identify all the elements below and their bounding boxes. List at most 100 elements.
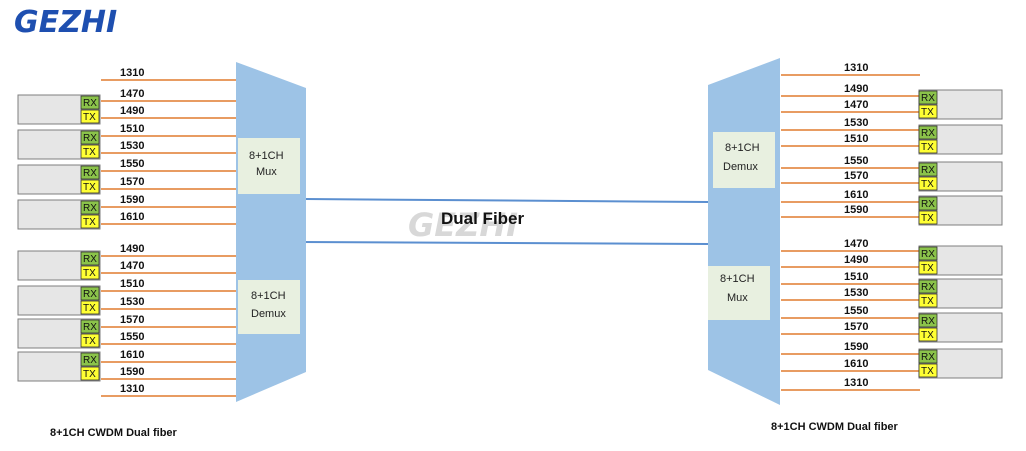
right-wavelength-label: 1470 [844,99,868,111]
tx-label: TX [921,179,934,190]
tx-label: TX [921,107,934,118]
right-demux-label-1: 8+1CH [725,142,760,154]
right-wavelength-label: 1550 [844,305,868,317]
right-wavelength-label: 1510 [844,133,868,145]
left-wavelength-label: 1610 [120,349,144,361]
tx-port [918,210,938,225]
right-fiber-lines: 1310149014701530151015501570161015901470… [781,62,920,391]
left-wavelength-label: 1570 [120,314,144,326]
rx-label: RX [921,93,935,104]
rx-label: RX [921,128,935,139]
right-mux-box [708,266,770,320]
rx-port [918,90,938,105]
left-wavelength-label: 1510 [120,278,144,290]
trunk-fiber-top [304,198,709,203]
left-wavelength-label: 1590 [120,194,144,206]
dual-fiber-label: Dual Fiber [441,209,525,228]
tx-label: TX [83,336,96,347]
tx-port [918,327,938,342]
left-wavelength-label: 1470 [120,88,144,100]
left-demux-label-1: 8+1CH [251,290,286,302]
left-wavelength-label: 1530 [120,140,144,152]
left-wavelength-label: 1590 [120,366,144,378]
rx-port [918,162,938,177]
tx-label: TX [83,182,96,193]
right-wavelength-label: 1570 [844,321,868,333]
tx-port [80,300,100,315]
right-demux-box [713,132,775,188]
right-wavelength-label: 1310 [844,377,868,389]
rx-port [80,319,100,334]
left-wavelength-label: 1310 [120,383,144,395]
right-transceiver-module: RX TX [918,161,1003,192]
right-wavelength-label: 1590 [844,341,868,353]
rx-port [80,352,100,367]
rx-label: RX [83,355,97,366]
right-wavelength-label: 1530 [844,287,868,299]
tx-port [918,104,938,119]
rx-label: RX [921,352,935,363]
rx-label: RX [921,282,935,293]
right-caption: 8+1CH CWDM Dual fiber [771,421,899,433]
tx-port [918,139,938,154]
rx-label: RX [921,316,935,327]
left-transceiver-module: RX TX [17,129,101,160]
tx-label: TX [921,330,934,341]
watermark: GEZHI [408,206,518,244]
tx-label: TX [83,112,96,123]
rx-label: RX [83,203,97,214]
rx-label: RX [83,254,97,265]
tx-port [80,214,100,229]
left-mux-box [238,138,300,194]
rx-label: RX [83,133,97,144]
right-demux-label-2: Demux [723,161,758,173]
left-wavelength-label: 1550 [120,158,144,170]
right-mux-label-2: Mux [727,292,748,304]
tx-port [80,109,100,124]
right-wavelength-label: 1610 [844,189,868,201]
left-transceiver-module: RX TX [17,199,101,230]
right-wavelength-label: 1530 [844,117,868,129]
left-mux-label-2: Mux [256,166,277,178]
tx-port [80,144,100,159]
tx-port [918,293,938,308]
rx-port [80,200,100,215]
left-wavelength-label: 1490 [120,243,144,255]
rx-label: RX [83,289,97,300]
tx-port [80,179,100,194]
rx-label: RX [83,322,97,333]
left-transceiver-module: RX TX [17,318,101,349]
left-wavelength-label: 1310 [120,67,144,79]
rx-label: RX [83,168,97,179]
rx-label: RX [921,249,935,260]
tx-port [80,366,100,381]
left-mux-body [236,62,306,402]
right-wavelength-label: 1590 [844,204,868,216]
tx-port [918,176,938,191]
left-wavelength-label: 1510 [120,123,144,135]
rx-port [80,251,100,266]
right-wavelength-label: 1570 [844,170,868,182]
tx-label: TX [921,296,934,307]
right-transceiver-module: RX TX [918,89,1003,120]
tx-label: TX [83,147,96,158]
tx-port [80,265,100,280]
rx-label: RX [921,165,935,176]
tx-label: TX [83,217,96,228]
left-transceiver-module: RX TX [17,164,101,195]
right-wavelength-label: 1490 [844,254,868,266]
rx-port [918,279,938,294]
right-wavelength-label: 1490 [844,83,868,95]
right-transceiver-module: RX TX [918,312,1003,343]
left-demux-box [238,280,300,334]
rx-port [918,313,938,328]
tx-port [918,363,938,378]
